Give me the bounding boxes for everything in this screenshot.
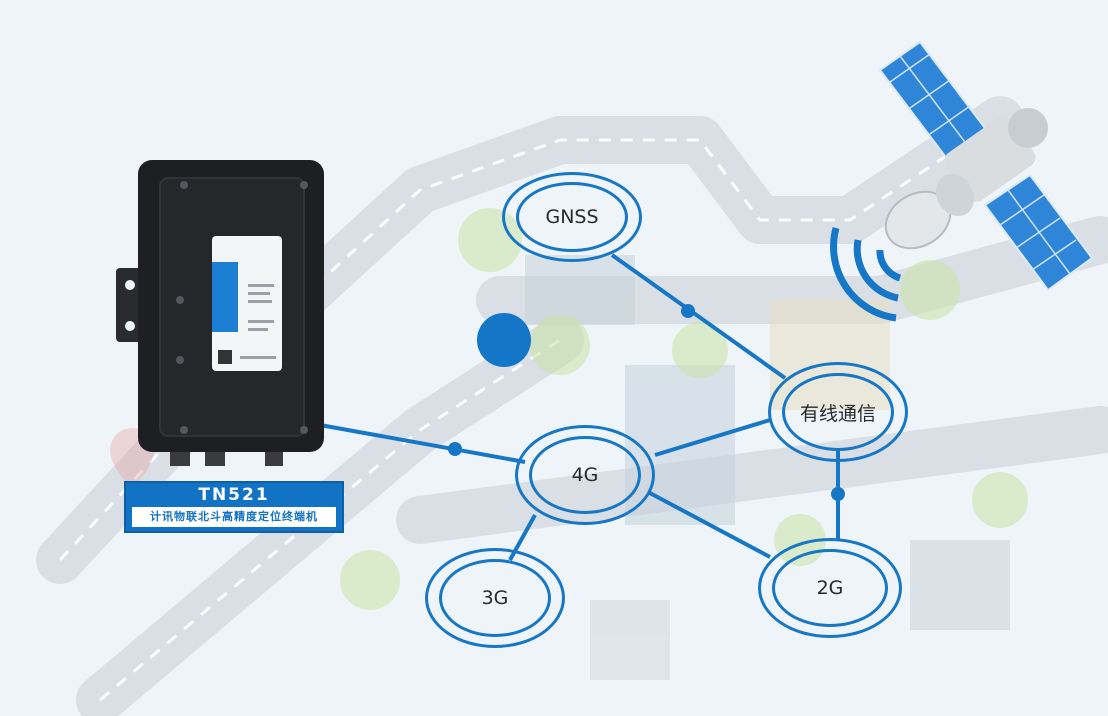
device-model: TN521 xyxy=(198,485,270,505)
node-3g: 3G xyxy=(425,548,565,648)
node-3g-label: 3G xyxy=(481,587,509,609)
device-caption: TN521 计讯物联北斗高精度定位终端机 xyxy=(124,481,344,533)
satellite-illustration xyxy=(878,40,1094,292)
connection-lines xyxy=(319,253,840,561)
node-wired-label: 有线通信 xyxy=(799,402,876,425)
signal-waves xyxy=(830,227,902,322)
node-4g-label: 4G xyxy=(571,464,599,486)
device-description: 计讯物联北斗高精度定位终端机 xyxy=(132,507,336,527)
node-4g: 4G xyxy=(515,425,655,525)
connection-dots xyxy=(448,304,845,501)
node-2g: 2G xyxy=(758,538,902,638)
node-wired: 有线通信 xyxy=(768,362,908,462)
device-illustration xyxy=(116,160,324,466)
node-gnss-label: GNSS xyxy=(545,206,599,228)
blue-dot xyxy=(477,313,531,367)
node-2g-label: 2G xyxy=(816,577,844,599)
node-gnss: GNSS xyxy=(502,172,642,262)
